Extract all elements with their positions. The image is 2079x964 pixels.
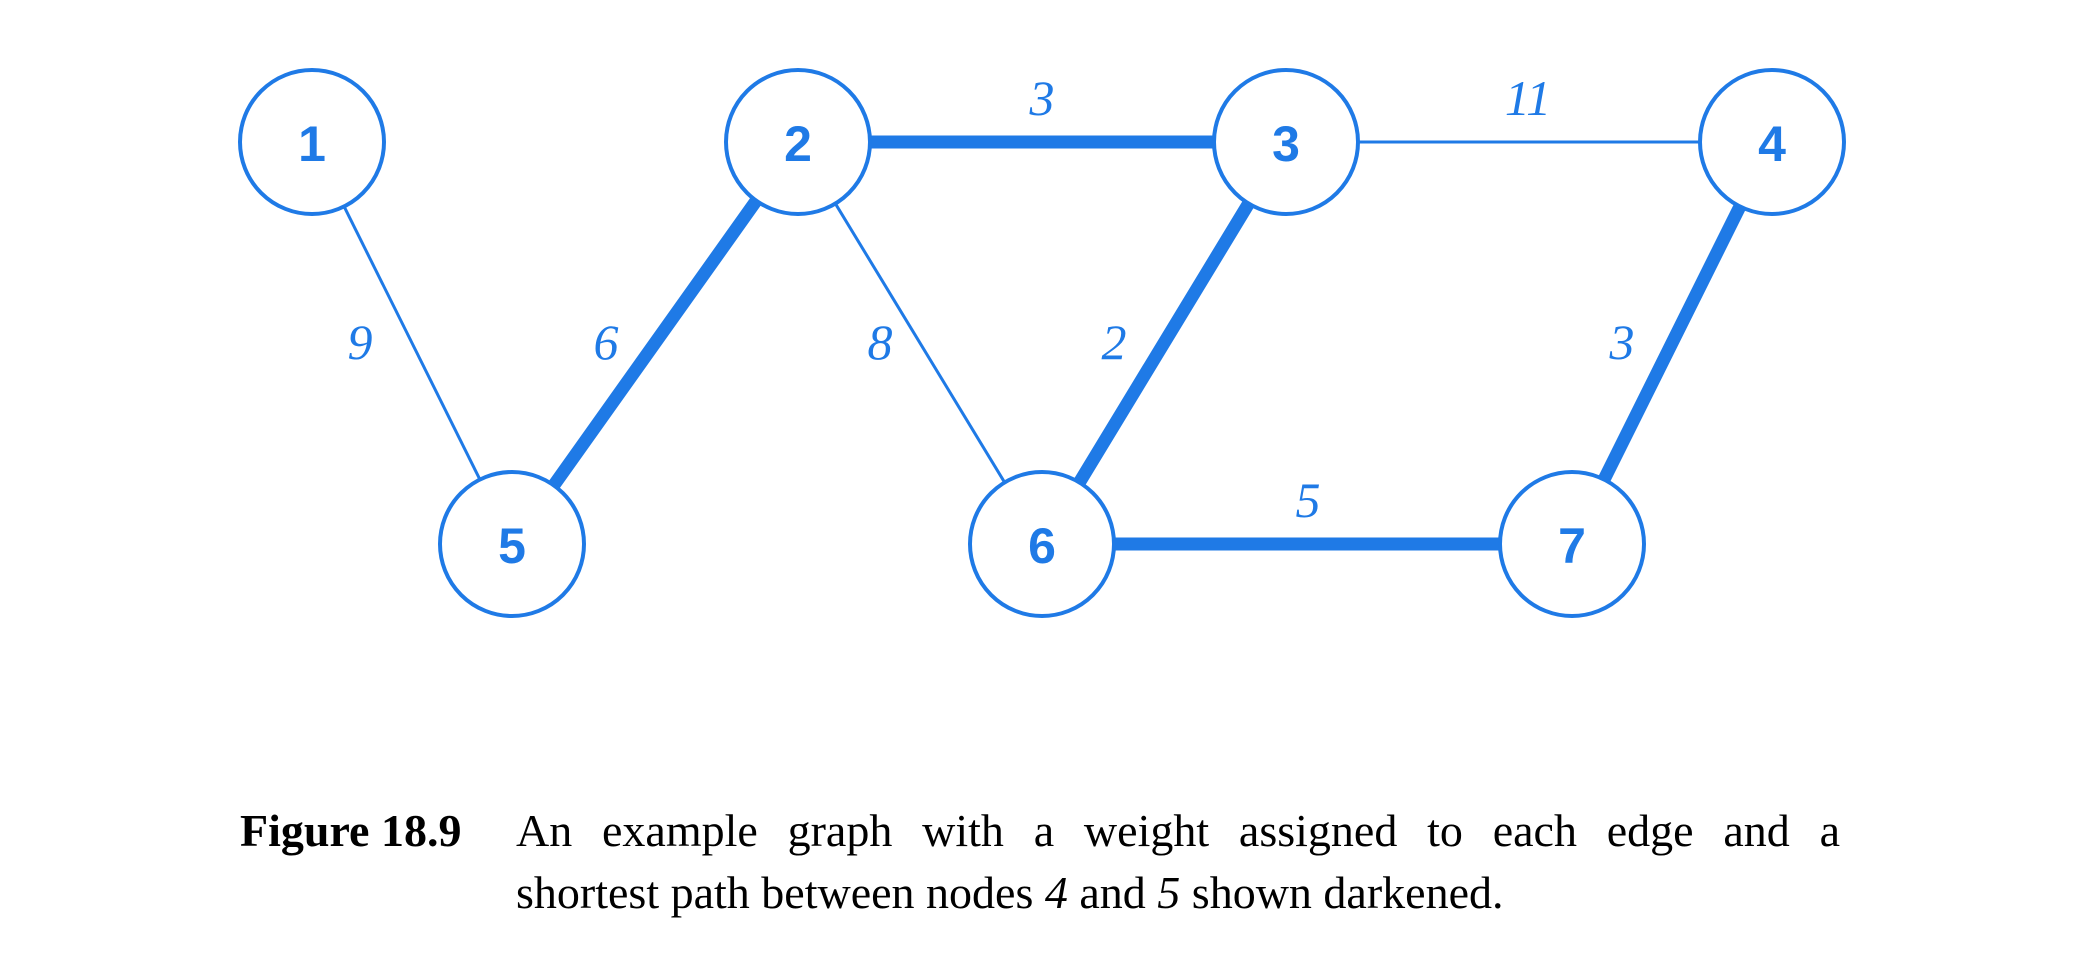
caption-line-2: shortest path between nodes 4 and 5 show… xyxy=(516,862,1840,924)
node-circle-3 xyxy=(1212,68,1360,216)
node-label-7: 7 xyxy=(1558,518,1586,574)
caption-node-b: 5 xyxy=(1157,867,1181,918)
edge-weight-1-5: 9 xyxy=(348,314,373,370)
node-4: 4 xyxy=(1698,68,1846,216)
caption-node-a: 4 xyxy=(1044,867,1068,918)
edge-weight-3-6: 2 xyxy=(1102,314,1127,370)
edge-3-6 xyxy=(1072,197,1256,489)
caption-line-2-start: shortest path between nodes xyxy=(516,867,1045,918)
edge-4-7 xyxy=(1597,199,1747,487)
node-circle-2 xyxy=(724,68,872,216)
node-circle-7 xyxy=(1498,470,1646,618)
caption-line-1: An example graph with a weight assigned … xyxy=(516,805,1840,856)
edge-2-6 xyxy=(834,202,1006,484)
node-6: 6 xyxy=(968,470,1116,618)
edge-5-2 xyxy=(547,194,763,492)
caption-text: An example graph with a weight assigned … xyxy=(516,800,1840,924)
node-label-6: 6 xyxy=(1028,518,1056,574)
node-5: 5 xyxy=(438,470,586,618)
node-label-1: 1 xyxy=(298,116,326,172)
edge-weight-2-6: 8 xyxy=(868,314,893,370)
node-circle-1 xyxy=(238,68,386,216)
node-label-4: 4 xyxy=(1758,116,1786,172)
edge-weight-2-3: 3 xyxy=(1029,70,1055,126)
node-label-5: 5 xyxy=(498,518,526,574)
edge-1-5 xyxy=(342,205,482,481)
node-circle-4 xyxy=(1698,68,1846,216)
edges-layer xyxy=(342,135,1747,551)
node-circle-6 xyxy=(968,470,1116,618)
node-circle-5 xyxy=(438,470,586,618)
edge-weight-3-4: 11 xyxy=(1505,70,1551,126)
caption-line-2-end: shown darkened. xyxy=(1180,867,1504,918)
node-3: 3 xyxy=(1212,68,1360,216)
node-1: 1 xyxy=(238,68,386,216)
node-7: 7 xyxy=(1498,470,1646,618)
nodes-layer: 1 2 3 4 5 6 7 xyxy=(238,68,1846,618)
edge-weight-6-7: 5 xyxy=(1296,472,1321,528)
edge-weights-layer: 9 6 3 8 2 11 5 3 xyxy=(348,70,1635,528)
node-2: 2 xyxy=(724,68,872,216)
node-label-2: 2 xyxy=(784,116,812,172)
caption-line-2-mid: and xyxy=(1067,867,1158,918)
caption-label: Figure 18.9 xyxy=(240,805,462,856)
node-label-3: 3 xyxy=(1272,116,1300,172)
edge-weight-5-2: 6 xyxy=(594,314,619,370)
edge-weight-4-7: 3 xyxy=(1609,314,1635,370)
